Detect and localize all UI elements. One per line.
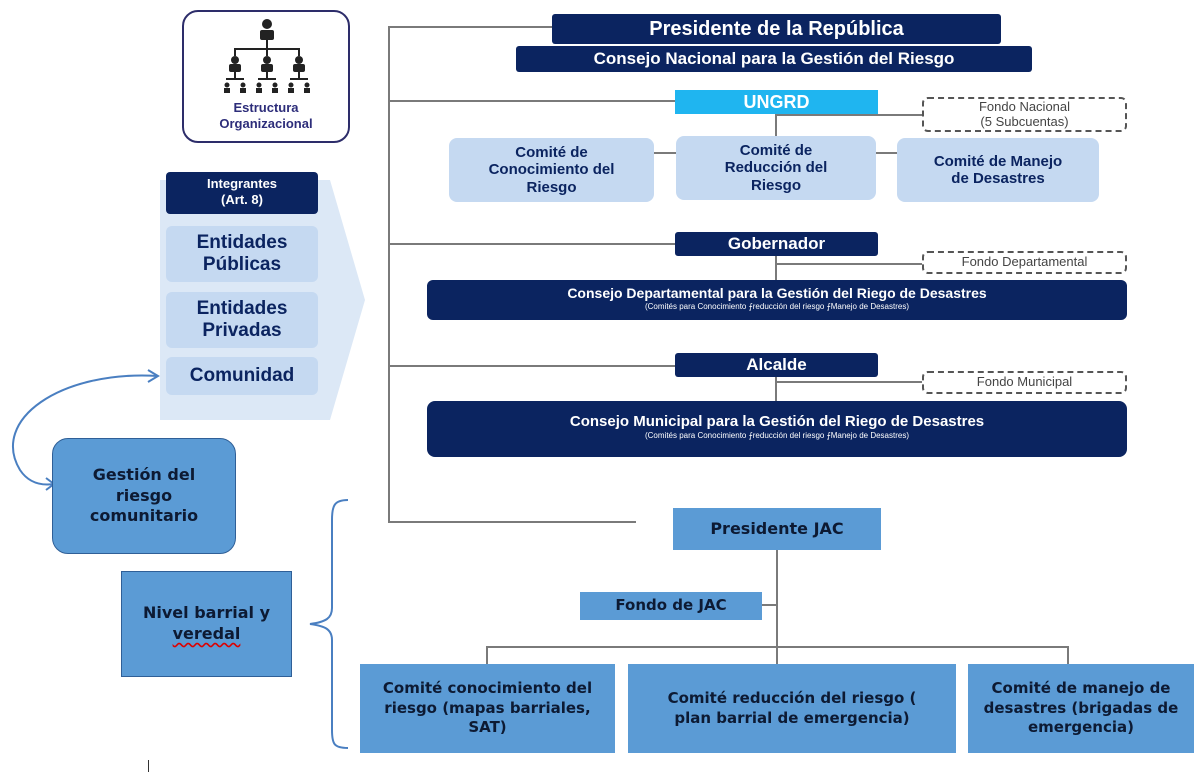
integrantes-header: Integrantes (Art. 8) bbox=[166, 172, 318, 214]
nivel-barrial-veredal: Nivel barrial y veredal bbox=[121, 571, 292, 677]
fondo-nacional-line bbox=[776, 114, 924, 116]
fondo-municipal: Fondo Municipal bbox=[922, 371, 1127, 394]
fondo-nacional: Fondo Nacional (5 Subcuentas) bbox=[922, 97, 1127, 132]
spine-branch-alcalde bbox=[388, 365, 676, 367]
comite-jac-drop-3 bbox=[1067, 646, 1069, 664]
comite-conocimiento-riesgo: Comité de Conocimiento del Riesgo bbox=[449, 138, 654, 202]
comite-jac-drop-1 bbox=[486, 646, 488, 664]
integrante-comunidad: Comunidad bbox=[166, 357, 318, 395]
gobernador-box: Gobernador bbox=[675, 232, 878, 256]
comite-manejo-desastres: Comité de Manejo de Desastres bbox=[897, 138, 1099, 202]
comite-jac-drop-2 bbox=[776, 646, 778, 664]
spine-branch-top bbox=[388, 26, 556, 28]
org-chart-icon bbox=[224, 19, 310, 93]
comite-reduccion-barrial: Comité reducción del riesgo ( plan barri… bbox=[628, 664, 956, 753]
gobernador-vertical-line bbox=[775, 256, 777, 280]
text-cursor-mark bbox=[148, 760, 149, 772]
fondo-departamental: Fondo Departamental bbox=[922, 251, 1127, 274]
spine-branch-jac bbox=[388, 521, 636, 523]
presidente-republica: Presidente de la República bbox=[552, 14, 1001, 44]
jac-vertical-line bbox=[776, 550, 778, 646]
fondo-jac-line bbox=[762, 604, 778, 606]
comite-reduccion-riesgo: Comité de Reducción del Riesgo bbox=[676, 136, 876, 200]
alcalde-box: Alcalde bbox=[675, 353, 878, 377]
spine-branch-gobernador bbox=[388, 243, 676, 245]
alcalde-vertical-line bbox=[775, 377, 777, 403]
fondo-municipal-line bbox=[776, 381, 924, 383]
comite-conocimiento-barrial: Comité conocimiento del riesgo (mapas ba… bbox=[360, 664, 615, 753]
ungrd-vertical-line bbox=[775, 112, 777, 142]
consejo-municipal: Consejo Municipal para la Gestión del Ri… bbox=[427, 401, 1127, 457]
consejo-departamental: Consejo Departamental para la Gestión de… bbox=[427, 280, 1127, 320]
consejo-nacional: Consejo Nacional para la Gestión del Rie… bbox=[516, 46, 1032, 72]
org-structure-card: Estructura Organizacional bbox=[182, 10, 350, 143]
org-structure-label: Estructura Organizacional bbox=[219, 100, 313, 131]
integrante-entidades-publicas: Entidades Públicas bbox=[166, 226, 318, 282]
fondo-jac: Fondo de JAC bbox=[580, 592, 762, 620]
ungrd-box: UNGRD bbox=[675, 90, 878, 114]
spine-line bbox=[388, 26, 390, 523]
level-brace bbox=[309, 499, 349, 749]
comite-manejo-barrial: Comité de manejo de desastres (brigadas … bbox=[968, 664, 1194, 753]
fondo-departamental-line bbox=[776, 263, 924, 265]
spine-branch-ungrd bbox=[388, 100, 676, 102]
integrante-entidades-privadas: Entidades Privadas bbox=[166, 292, 318, 348]
presidente-jac: Presidente JAC bbox=[673, 508, 881, 550]
gestion-riesgo-comunitario: Gestión del riesgo comunitario bbox=[52, 438, 236, 554]
